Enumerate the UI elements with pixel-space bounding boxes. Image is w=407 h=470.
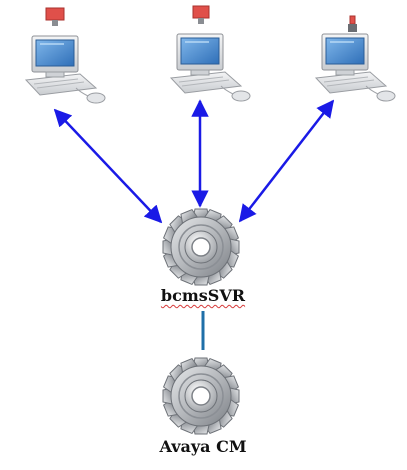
cm-gear-icon: [162, 357, 240, 435]
cm-label: Avaya CM: [159, 437, 247, 456]
computer-right-icon: [315, 15, 396, 102]
computer-left-icon: [25, 7, 106, 104]
arrow-left-to-server: [53, 108, 163, 224]
computer-middle-icon: [170, 5, 251, 102]
server-gear-icon: [162, 208, 240, 286]
server-label: bcmsSVR: [160, 286, 246, 305]
arrow-right-to-server: [238, 99, 335, 223]
